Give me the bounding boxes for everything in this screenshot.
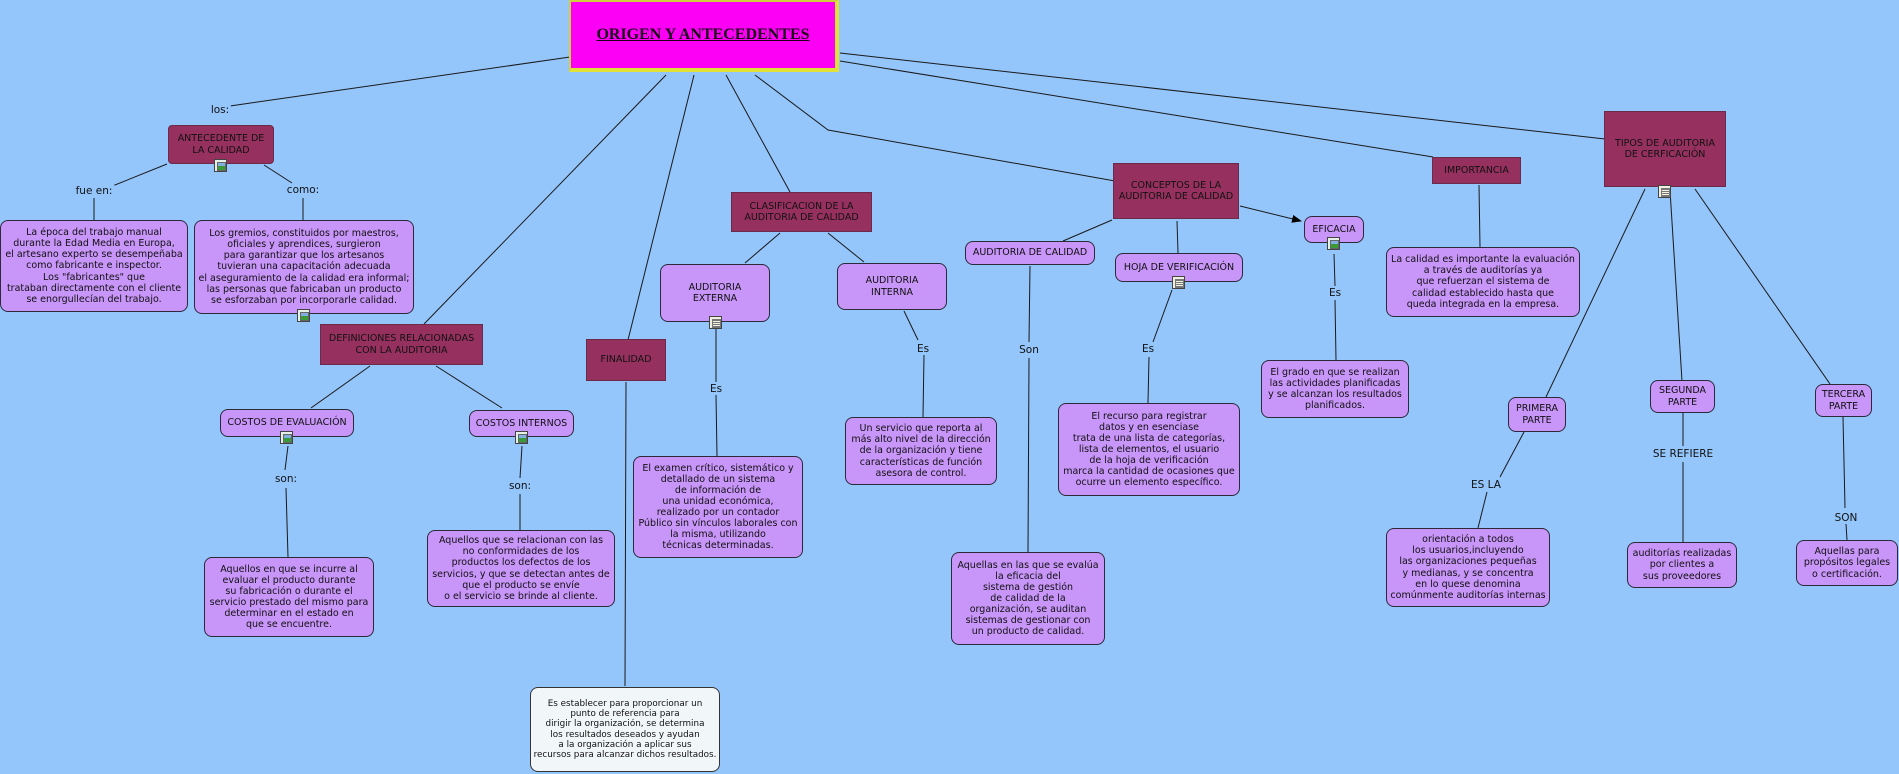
hoja-verificacion-node: HOJA DE VERIFICACIÓN xyxy=(1115,253,1243,282)
auditoria-interna-node: AUDITORIA INTERNA xyxy=(837,263,947,310)
tercera-parte-desc-node: Aquellas para propósitos legales o certi… xyxy=(1796,540,1898,586)
auditoria-interna-desc-node: Un servicio que reporta al más alto nive… xyxy=(845,417,997,485)
line-title-finalidad xyxy=(627,74,695,341)
epoca-trabajo-manual-node: La época del trabajo manual durante la E… xyxy=(0,220,188,312)
label-es-interna: Es xyxy=(914,343,932,355)
auditoria-calidad-desc-node: Aquellas en las que se evalúa la eficaci… xyxy=(951,552,1105,645)
clasificacion-node: CLASIFICACION DE LA AUDITORIA DE CALIDAD xyxy=(731,192,872,232)
line-title-tipos xyxy=(839,52,1606,140)
line-title-conceptos xyxy=(754,74,1116,182)
finalidad-node: FINALIDAD xyxy=(586,339,666,381)
primera-parte-node: PRIMERA PARTE xyxy=(1508,397,1566,432)
importancia-node: IMPORTANCIA xyxy=(1432,157,1521,184)
label-se-refiere: SE REFIERE xyxy=(1650,448,1716,460)
tipos-auditoria-node: TIPOS DE AUDITORIA DE CERFICACIÓN xyxy=(1604,111,1726,187)
image-icon[interactable] xyxy=(1327,237,1340,250)
eficacia-desc-node: El grado en que se realizan las activida… xyxy=(1261,360,1409,418)
tercera-parte-node: TERCERA PARTE xyxy=(1815,384,1872,417)
importancia-desc-node: La calidad es importante la evaluación a… xyxy=(1386,247,1580,317)
label-fue-en: fue en: xyxy=(73,185,115,197)
line-title-clasificacion xyxy=(725,74,791,193)
auditoria-externa-desc-node: El examen crítico, sistemático y detalla… xyxy=(633,456,803,558)
gremios-node: Los gremios, constituidos por maestros, … xyxy=(194,220,414,314)
hoja-verificacion-desc-node: El recurso para registrar datos y en ese… xyxy=(1058,403,1240,496)
image-icon[interactable] xyxy=(214,159,227,172)
definiciones-node: DEFINICIONES RELACIONADAS CON LA AUDITOR… xyxy=(320,324,483,365)
segunda-parte-desc-node: auditorías realizadas por clientes a sus… xyxy=(1627,542,1737,588)
label-es-hoja: Es xyxy=(1139,343,1157,355)
label-son-calidad: Son xyxy=(1017,344,1041,356)
finalidad-desc-node: Es establecer para proporcionar un punto… xyxy=(530,687,720,772)
costos-evaluacion-desc-node: Aquellos en que se incurre al evaluar el… xyxy=(204,557,374,637)
document-icon[interactable] xyxy=(1658,185,1671,198)
image-icon[interactable] xyxy=(280,431,293,444)
line-title-importancia xyxy=(839,60,1434,158)
segunda-parte-node: SEGUNDA PARTE xyxy=(1650,380,1715,413)
label-es-eficacia: Es xyxy=(1326,287,1344,299)
document-icon[interactable] xyxy=(709,316,722,329)
line-title-antecedente xyxy=(229,56,571,107)
main-title-node: ORIGEN Y ANTECEDENTES xyxy=(569,0,839,72)
label-son-evaluacion: son: xyxy=(272,473,300,485)
line-title-definiciones xyxy=(423,74,667,325)
image-icon[interactable] xyxy=(515,431,528,444)
label-es-externa: Es xyxy=(707,383,725,395)
label-como: como: xyxy=(284,184,322,196)
auditoria-calidad-node: AUDITORIA DE CALIDAD xyxy=(965,241,1095,265)
costos-internos-desc-node: Aquellos que se relacionan con las no co… xyxy=(427,530,615,607)
label-son-tercera: SON xyxy=(1832,512,1860,524)
label-es-la: ES LA xyxy=(1469,479,1503,491)
label-son-internos: son: xyxy=(506,480,534,492)
primera-parte-desc-node: orientación a todos los usuarios,incluye… xyxy=(1386,528,1550,607)
image-icon[interactable] xyxy=(297,309,310,322)
document-icon[interactable] xyxy=(1172,276,1185,289)
label-los: los: xyxy=(208,104,232,116)
costos-internos-node: COSTOS INTERNOS xyxy=(469,410,574,437)
conceptos-node: CONCEPTOS DE LA AUDITORIA DE CALIDAD xyxy=(1113,163,1239,219)
auditoria-externa-node: AUDITORIA EXTERNA xyxy=(660,264,770,322)
